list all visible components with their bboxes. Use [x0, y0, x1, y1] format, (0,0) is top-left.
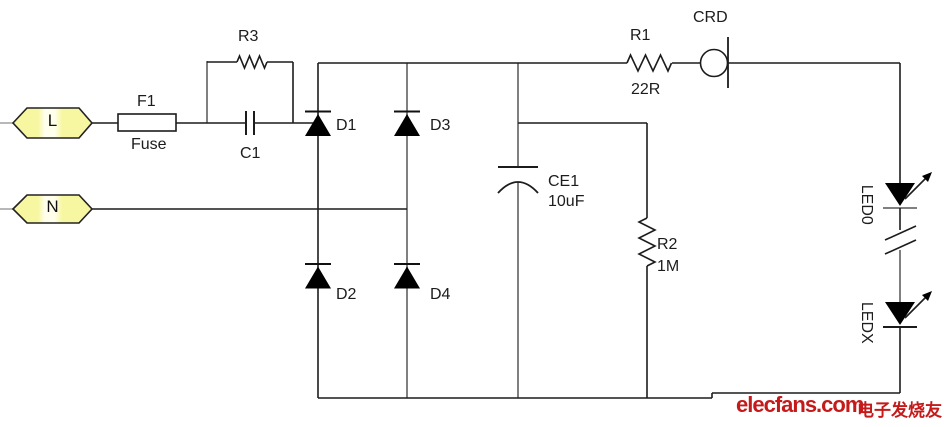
break-slash-1	[884, 225, 917, 241]
label-r1-value: 22R	[631, 81, 661, 98]
label-d2: D2	[336, 286, 357, 303]
label-c1: C1	[240, 145, 261, 162]
led0-symbol	[885, 172, 932, 206]
watermark-brand: elecfans.com	[736, 392, 864, 417]
ledx-triangle	[885, 302, 915, 325]
diode-d1-symbol	[305, 110, 331, 136]
label-r3: R3	[238, 28, 259, 45]
terminal-n-shape	[11, 194, 94, 224]
label-d3: D3	[430, 117, 451, 134]
terminal-n-label: N	[46, 197, 59, 216]
label-f1: F1	[137, 93, 156, 110]
capacitor-ce1-symbol	[497, 166, 539, 194]
fuse-f1-symbol	[117, 113, 177, 132]
capacitor-c1-symbol	[245, 111, 255, 135]
ledx-symbol	[883, 291, 932, 328]
led0-arrow-shaft	[904, 177, 927, 200]
break-slash-2	[884, 239, 917, 255]
black-wires	[92, 61, 901, 399]
label-ce1: CE1	[548, 173, 580, 190]
terminal-l-label: L	[47, 111, 58, 130]
led0-triangle	[885, 183, 915, 206]
ce1-plate-curved	[497, 181, 539, 194]
diode-d2-symbol	[305, 263, 331, 289]
d1-triangle	[305, 114, 331, 136]
label-ledx: LEDX	[857, 301, 875, 344]
d4-triangle	[394, 266, 420, 289]
terminal-l-shape	[11, 107, 94, 139]
break-symbol	[884, 225, 917, 255]
resistor-r2-symbol	[637, 217, 657, 267]
label-d4: D4	[430, 286, 451, 303]
d2-triangle	[305, 266, 331, 289]
bridge-rectifier	[305, 110, 420, 289]
crd-circle	[699, 48, 729, 78]
led0-arrow-head	[922, 172, 932, 182]
label-r1: R1	[630, 27, 651, 44]
d3-triangle	[394, 114, 420, 136]
ledx-arrow-head	[922, 291, 932, 301]
label-ce1-value: 10uF	[548, 193, 585, 210]
diode-d3-symbol	[394, 110, 420, 136]
label-r2: R2	[657, 236, 678, 253]
label-d1: D1	[336, 117, 357, 134]
resistor-r1-symbol	[626, 53, 673, 73]
label-led0: LED0	[857, 184, 875, 225]
ledx-arrow-shaft	[904, 296, 927, 319]
label-crd: CRD	[693, 9, 728, 26]
crd-symbol	[699, 37, 729, 88]
label-r2-value: 1M	[657, 258, 680, 275]
label-fuse: Fuse	[131, 136, 167, 153]
diode-d4-symbol	[394, 263, 420, 289]
resistor-r3-symbol	[236, 53, 268, 71]
watermark-chinese: 电子发烧友	[857, 401, 942, 420]
